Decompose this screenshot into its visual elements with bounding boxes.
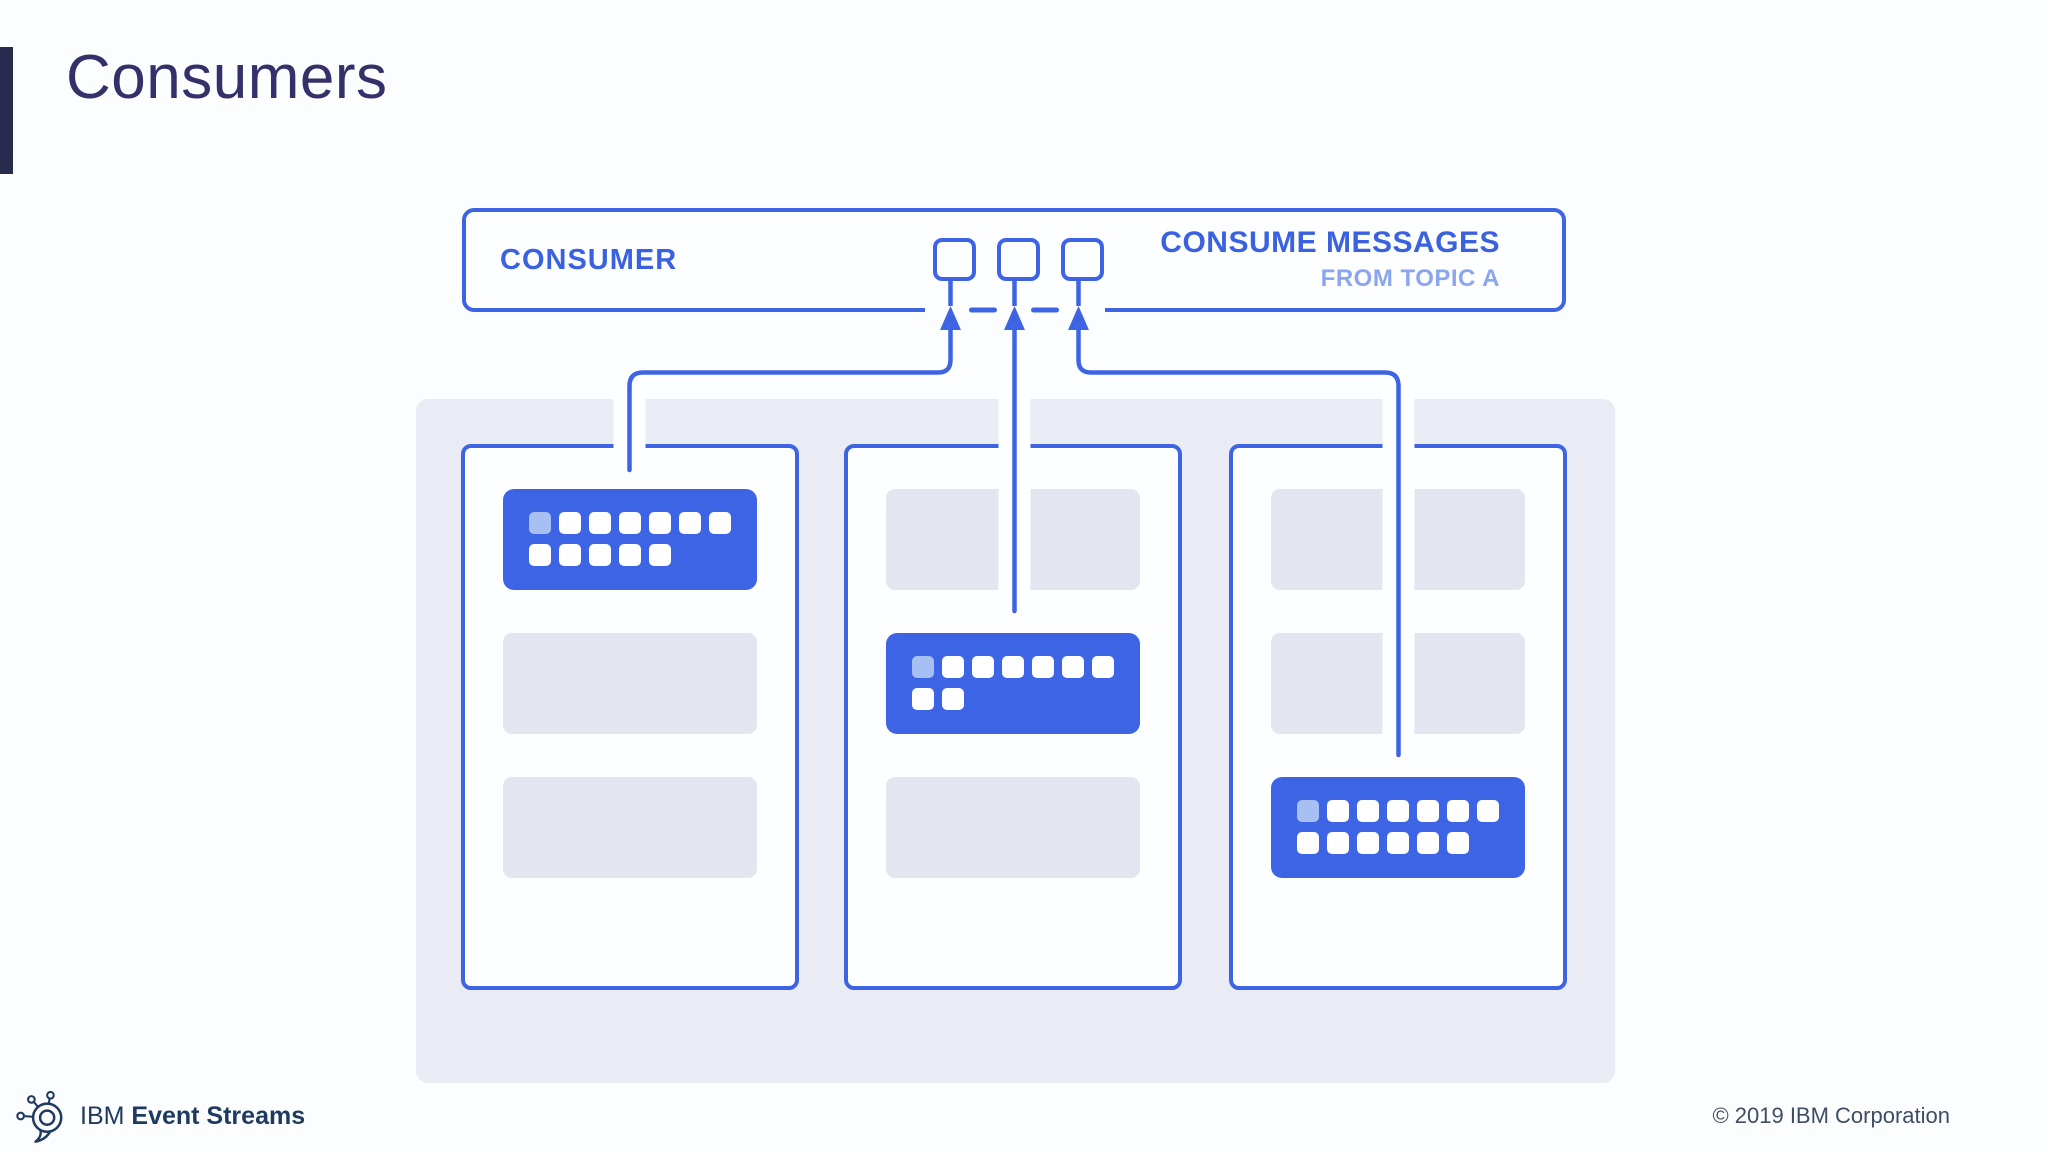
empty-slot <box>1271 489 1525 590</box>
message-square <box>1417 832 1439 854</box>
message-square <box>1062 656 1084 678</box>
message-square-row <box>912 688 1140 710</box>
message-square <box>912 656 934 678</box>
consumer-square <box>997 238 1040 281</box>
from-topic-a-label: FROM TOPIC A <box>1320 265 1500 292</box>
consumer-message-slots <box>933 238 1104 281</box>
message-square <box>1447 800 1469 822</box>
page-title: Consumers <box>66 43 388 112</box>
message-square <box>529 512 551 534</box>
message-square <box>1477 800 1499 822</box>
empty-slot <box>503 633 757 734</box>
consume-messages-label: CONSUME MESSAGES <box>1160 226 1500 259</box>
message-square <box>1417 800 1439 822</box>
empty-slot <box>886 489 1140 590</box>
message-square-row <box>529 544 757 566</box>
message-batch-block <box>1271 777 1525 878</box>
message-square <box>942 656 964 678</box>
message-square <box>709 512 731 534</box>
message-square <box>679 512 701 534</box>
message-square <box>1297 832 1319 854</box>
message-batch-block <box>503 489 757 590</box>
message-square <box>1032 656 1054 678</box>
message-square-row <box>529 512 757 534</box>
message-square <box>912 688 934 710</box>
message-square <box>972 656 994 678</box>
message-square <box>1357 832 1379 854</box>
message-square <box>1447 832 1469 854</box>
message-square <box>589 544 611 566</box>
message-square-row <box>1297 832 1525 854</box>
consumer-square <box>933 238 976 281</box>
message-square <box>649 512 671 534</box>
empty-slot <box>503 777 757 878</box>
event-streams-logo-icon <box>16 1090 63 1143</box>
partition-box-2 <box>844 444 1182 990</box>
message-square <box>1092 656 1114 678</box>
message-square <box>619 544 641 566</box>
message-square <box>619 512 641 534</box>
message-square <box>589 512 611 534</box>
consume-messages-caption: CONSUME MESSAGES FROM TOPIC A <box>1160 226 1500 293</box>
message-square <box>1387 800 1409 822</box>
message-square <box>1327 800 1349 822</box>
message-square <box>529 544 551 566</box>
message-square <box>649 544 671 566</box>
empty-slot <box>886 777 1140 878</box>
partition-box-3 <box>1229 444 1567 990</box>
message-square <box>559 544 581 566</box>
consumer-label: CONSUMER <box>500 243 678 276</box>
message-square <box>1297 800 1319 822</box>
message-batch-block <box>886 633 1140 734</box>
partition-box-1 <box>461 444 799 990</box>
message-square <box>1002 656 1024 678</box>
message-square <box>942 688 964 710</box>
brand-prefix: IBM <box>80 1101 125 1130</box>
message-square <box>1327 832 1349 854</box>
brand-name: Event Streams <box>131 1101 306 1130</box>
consumer-square <box>1061 238 1104 281</box>
message-square <box>1387 832 1409 854</box>
copyright-text: © 2019 IBM Corporation <box>1712 1103 1950 1128</box>
message-square-row <box>912 656 1140 678</box>
consumer-box: CONSUMER CONSUME MESSAGES FROM TOPIC A <box>462 208 1566 312</box>
message-square <box>1357 800 1379 822</box>
empty-slot <box>1271 633 1525 734</box>
brand-footer: IBM Event Streams <box>14 1086 305 1146</box>
brand-text: IBM Event Streams <box>80 1102 305 1131</box>
message-square <box>559 512 581 534</box>
message-square-row <box>1297 800 1525 822</box>
title-accent-bar <box>0 47 13 174</box>
